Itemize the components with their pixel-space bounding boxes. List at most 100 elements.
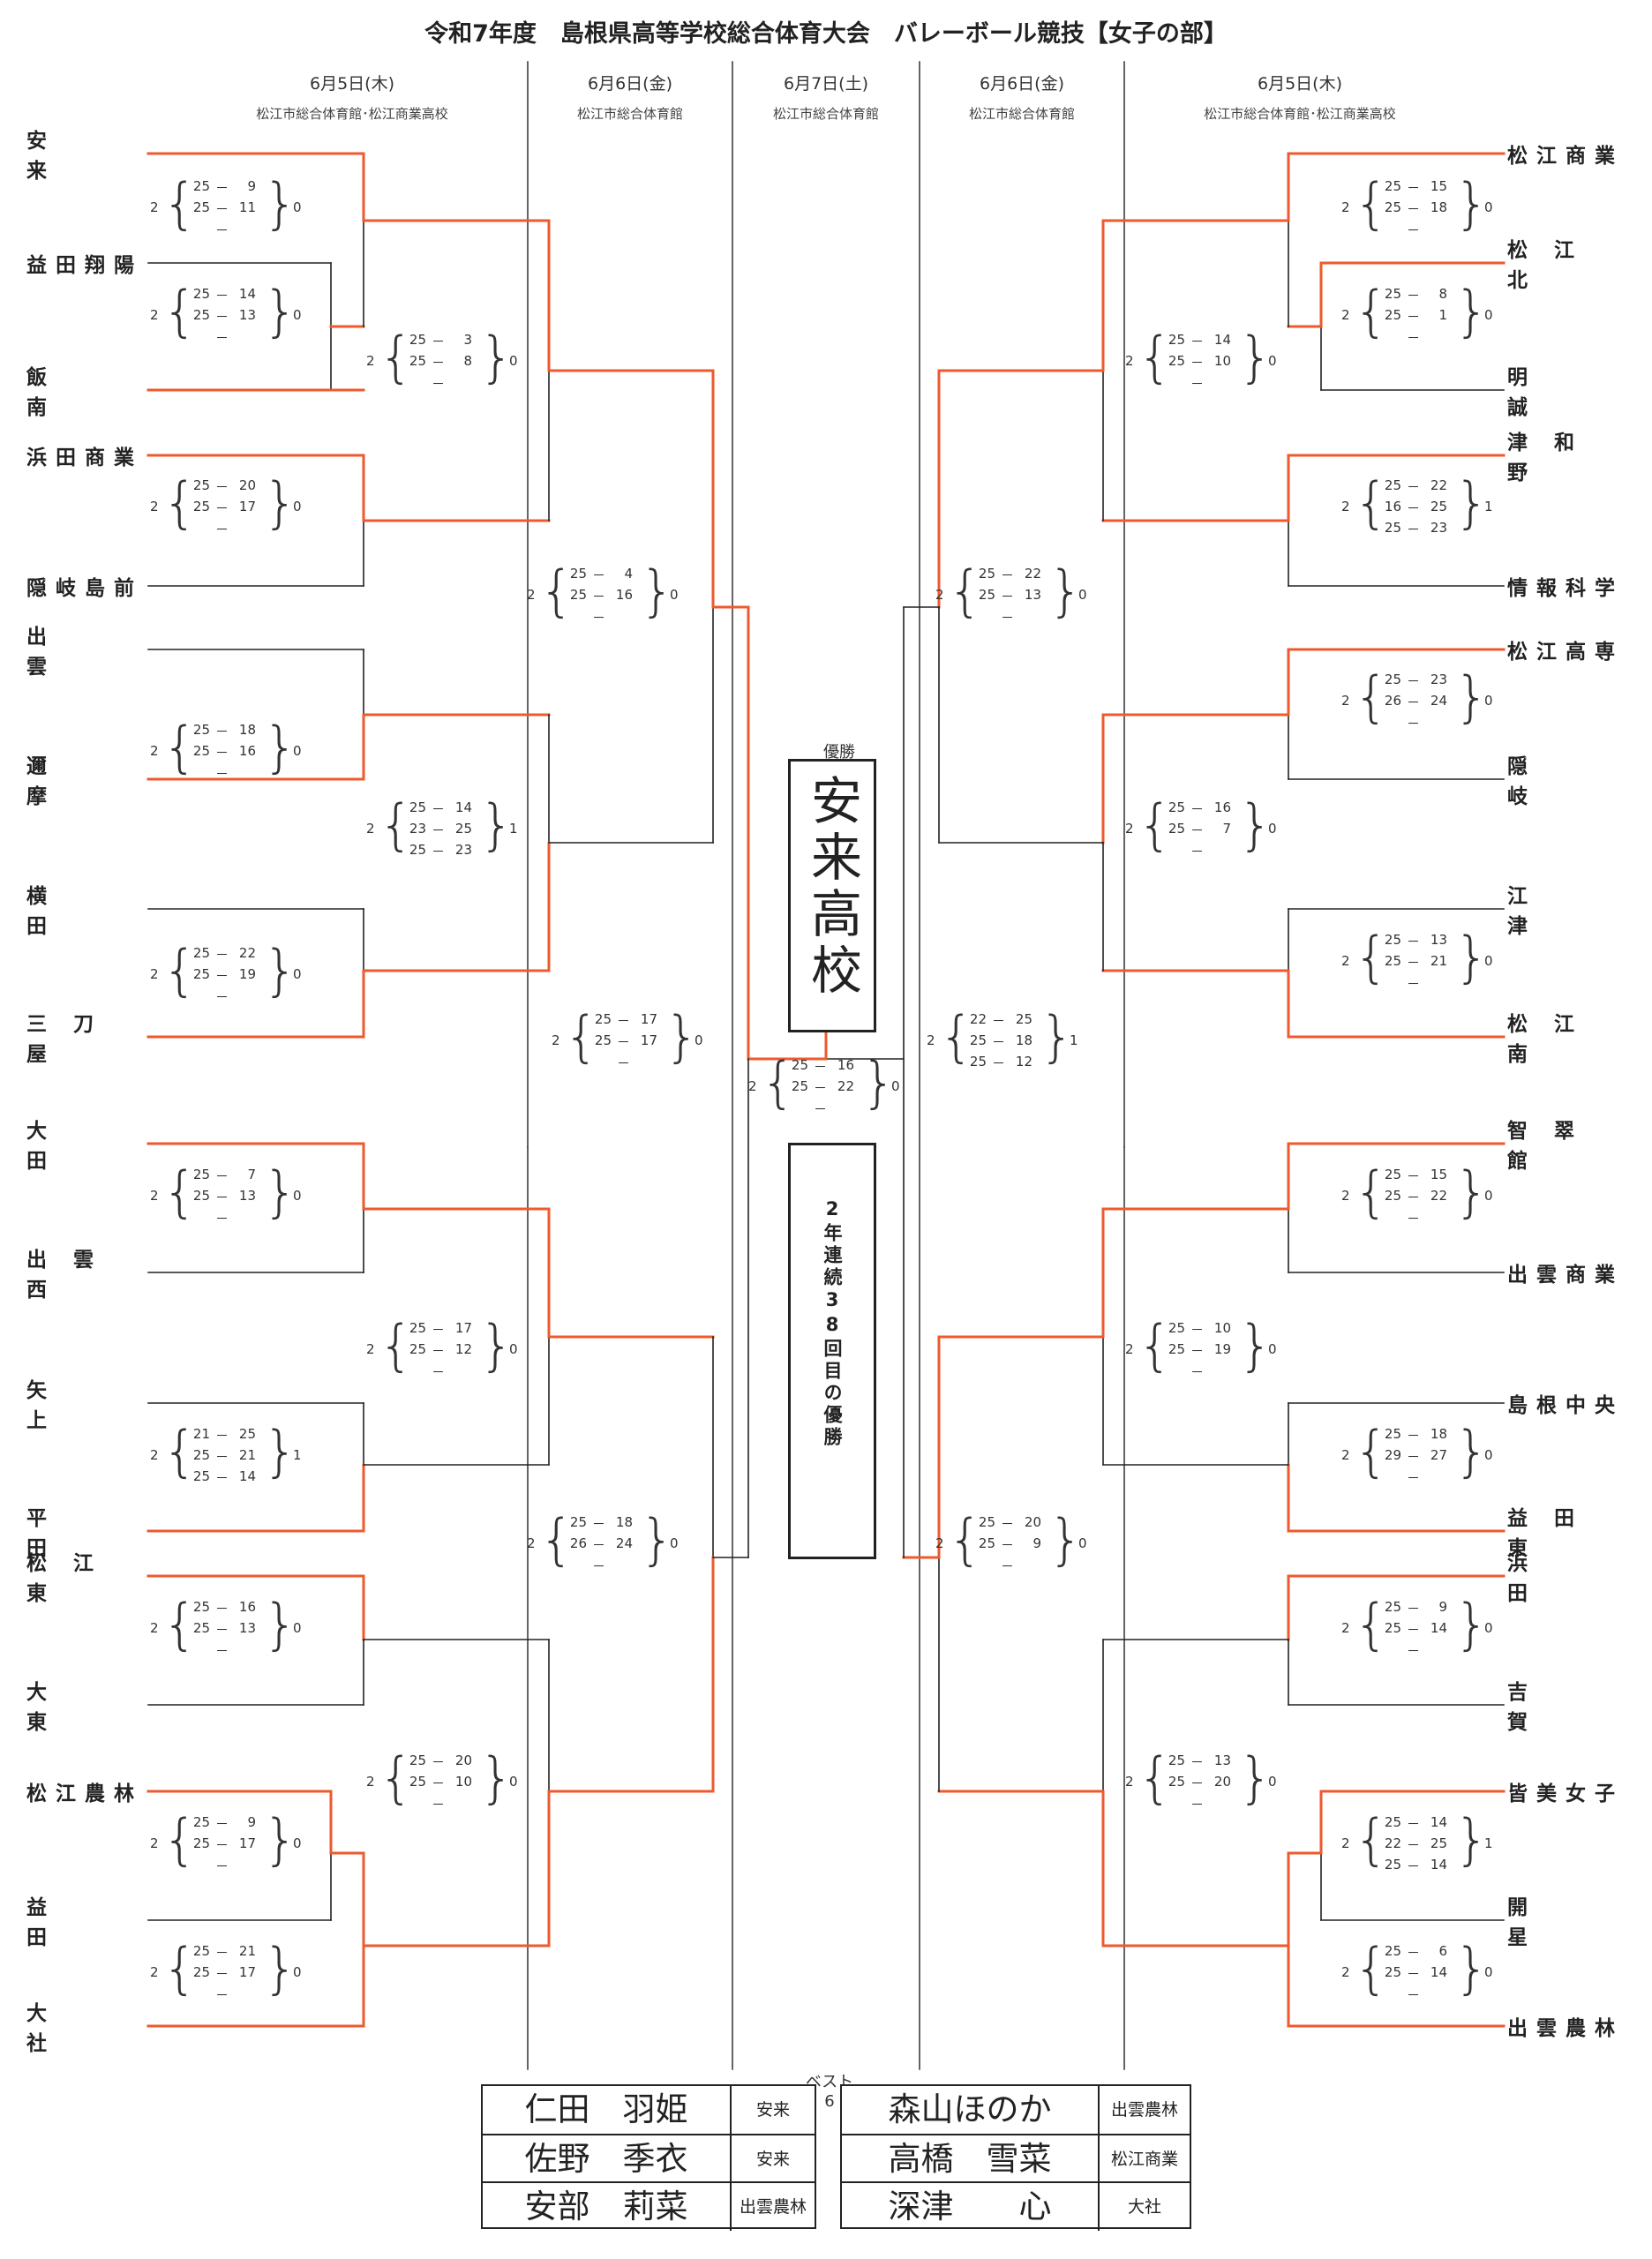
set-dash: －	[1407, 1622, 1421, 1638]
right-brace: }	[861, 1050, 897, 1114]
set-dash: －	[432, 822, 446, 838]
set-points-b: 16	[615, 587, 633, 603]
team-name-text: 大社	[26, 2002, 128, 2055]
set-dash: －	[1407, 694, 1421, 710]
sets-lost: 0	[1484, 1964, 1493, 1980]
set-points-b: 24	[1430, 693, 1447, 709]
right-brace: }	[1238, 325, 1273, 389]
set-dash: －	[215, 1190, 229, 1205]
sets-lost: 0	[1484, 953, 1493, 969]
set-dash: －	[1190, 355, 1205, 371]
sets-won: 2	[1125, 1774, 1134, 1790]
player-school: 安来	[730, 2086, 815, 2134]
column-date: 6月5日(木)	[1257, 74, 1342, 94]
set-score: 25－16	[185, 1599, 265, 1618]
set-score: 25－17	[185, 1835, 265, 1855]
set-points-b: 3	[463, 332, 472, 348]
left-brace: {	[1354, 1419, 1389, 1483]
left-brace: {	[1138, 1313, 1173, 1377]
set-dash: －	[1407, 522, 1421, 537]
set-dash: －	[1407, 1168, 1421, 1184]
sets-won: 2	[366, 1774, 375, 1790]
set-points-b: 21	[238, 1447, 256, 1463]
sets-lost: 1	[1484, 499, 1493, 514]
team-name: 島根中央	[1507, 1390, 1626, 1417]
set-score: －	[1160, 374, 1240, 394]
set-dash: －	[215, 201, 229, 217]
set-points-b: 13	[1430, 932, 1447, 948]
set-score: 25－9	[971, 1535, 1050, 1555]
set-score: 21－25	[185, 1426, 265, 1445]
set-dash: －	[1407, 500, 1421, 516]
set-score: 29－27	[1377, 1447, 1456, 1467]
set-points-b: 14	[1430, 1814, 1447, 1830]
set-points-b: 17	[238, 1964, 256, 1980]
set-score: 25－20	[1160, 1774, 1240, 1793]
set-points-a: 25	[569, 587, 587, 603]
set-points-a: 25	[1384, 520, 1401, 536]
set-points-b: 23	[454, 842, 472, 858]
sets-won: 2	[527, 587, 536, 603]
left-brace: {	[162, 1807, 198, 1872]
right-brace: }	[263, 715, 298, 779]
set-dash: －	[1190, 822, 1205, 838]
set-dash: －	[215, 309, 229, 325]
set-points-a: 25	[192, 1468, 210, 1484]
sets-won: 2	[366, 1341, 375, 1357]
sets-lost: 0	[670, 587, 679, 603]
sets-lost: 0	[293, 199, 302, 215]
set-points-b: 14	[238, 1468, 256, 1484]
team-name: 邇摩	[26, 755, 145, 808]
left-brace: {	[162, 1592, 198, 1656]
team-name-text: 飯南	[26, 366, 128, 419]
set-dash: －	[432, 1322, 446, 1338]
sets-won: 2	[1125, 353, 1134, 369]
team-name: 皆美女子	[1507, 1778, 1626, 1805]
sets-lost: 0	[1268, 821, 1277, 837]
set-score: 25－8	[1377, 286, 1456, 305]
left-brace: {	[1354, 925, 1389, 989]
set-dash: －	[992, 1013, 1006, 1029]
right-brace: }	[479, 325, 514, 389]
team-name: 松江農林	[26, 1778, 145, 1805]
set-score: －	[185, 1209, 265, 1228]
set-points-b: 17	[454, 1320, 472, 1336]
set-dash: －	[1407, 955, 1421, 971]
set-points-b: 7	[1222, 821, 1231, 837]
team-name: 松江商業	[1507, 140, 1626, 168]
set-score: 25－16	[185, 743, 265, 762]
set-points-a: 25	[192, 199, 210, 215]
set-score: 25－17	[402, 1320, 481, 1340]
set-points-a: 25	[1168, 799, 1185, 815]
set-score: －	[971, 1557, 1050, 1576]
sets-lost: 0	[293, 307, 302, 323]
set-dash: －	[432, 1775, 446, 1791]
column-date: 6月7日(土)	[783, 74, 868, 94]
set-points-a: 25	[791, 1078, 808, 1094]
set-score: －	[402, 374, 481, 394]
set-dash: －	[1407, 330, 1421, 346]
set-points-b: 18	[615, 1514, 633, 1530]
set-score: 25－13	[1160, 1752, 1240, 1772]
set-dash: －	[992, 1055, 1006, 1071]
set-score: 25－22	[971, 566, 1050, 585]
set-points-a: 23	[409, 821, 426, 837]
team-name: 情報科学	[1507, 573, 1626, 600]
set-points-a: 25	[1384, 1167, 1401, 1182]
sets-lost: 1	[293, 1447, 302, 1463]
set-points-a: 22	[969, 1011, 987, 1027]
sets-won: 2	[1341, 499, 1350, 514]
set-points-b: 10	[1213, 1320, 1231, 1336]
sets-won: 2	[150, 966, 159, 982]
team-name: 三刀屋	[26, 1013, 145, 1066]
sets-lost: 0	[891, 1078, 900, 1094]
set-points-a: 25	[192, 1835, 210, 1851]
